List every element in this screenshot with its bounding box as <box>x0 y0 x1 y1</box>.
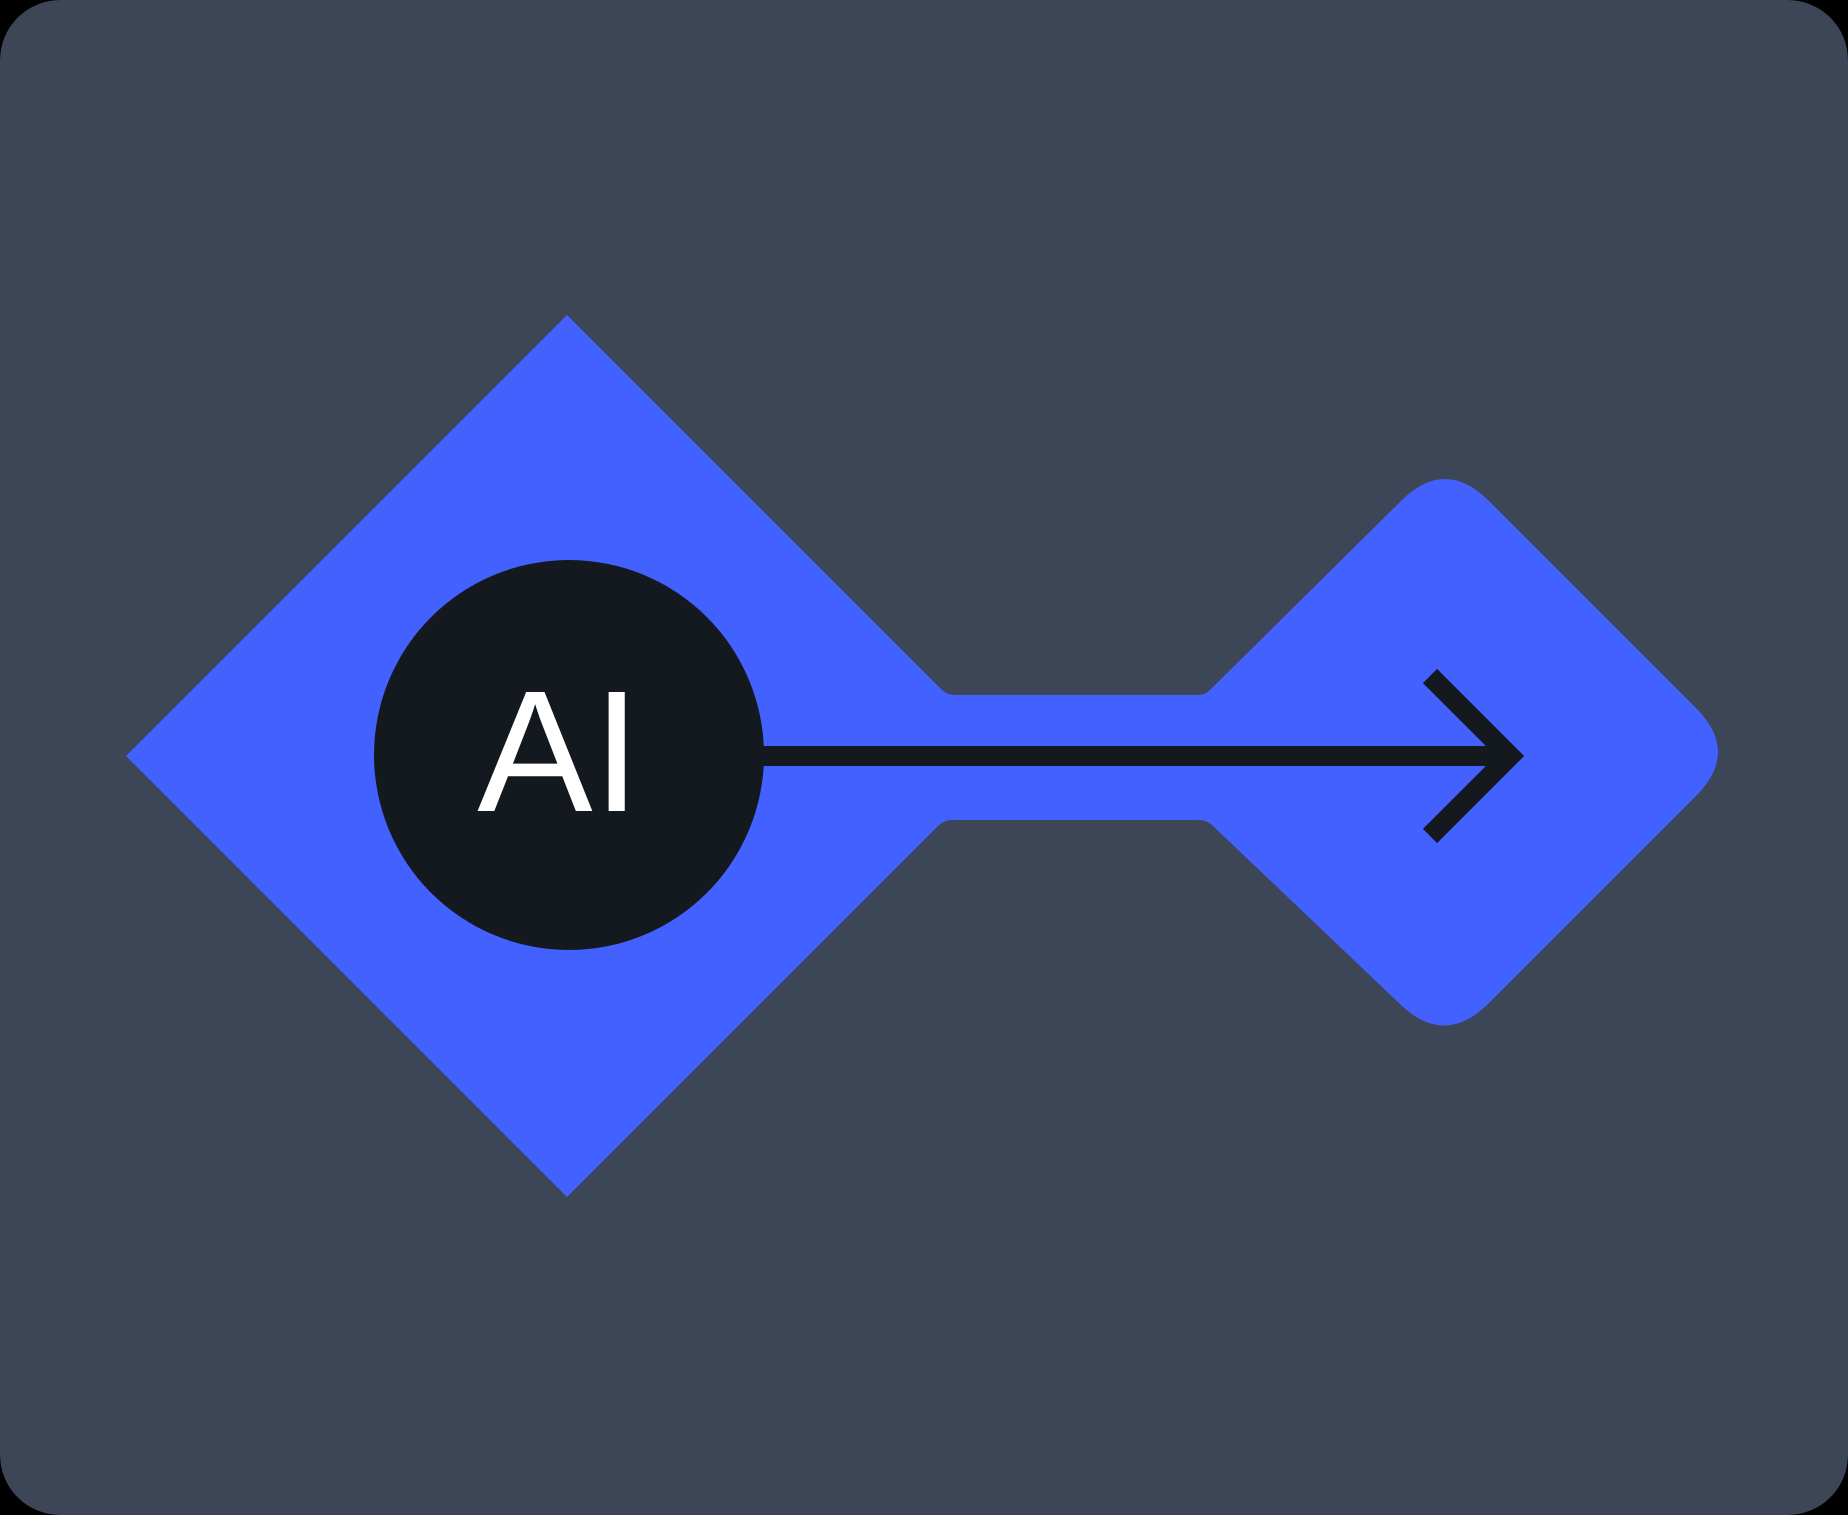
ai-node-label: AI <box>477 654 640 848</box>
arrow-line <box>740 746 1510 766</box>
arrow-right-icon <box>1422 668 1525 844</box>
ai-node-circle <box>374 560 764 950</box>
